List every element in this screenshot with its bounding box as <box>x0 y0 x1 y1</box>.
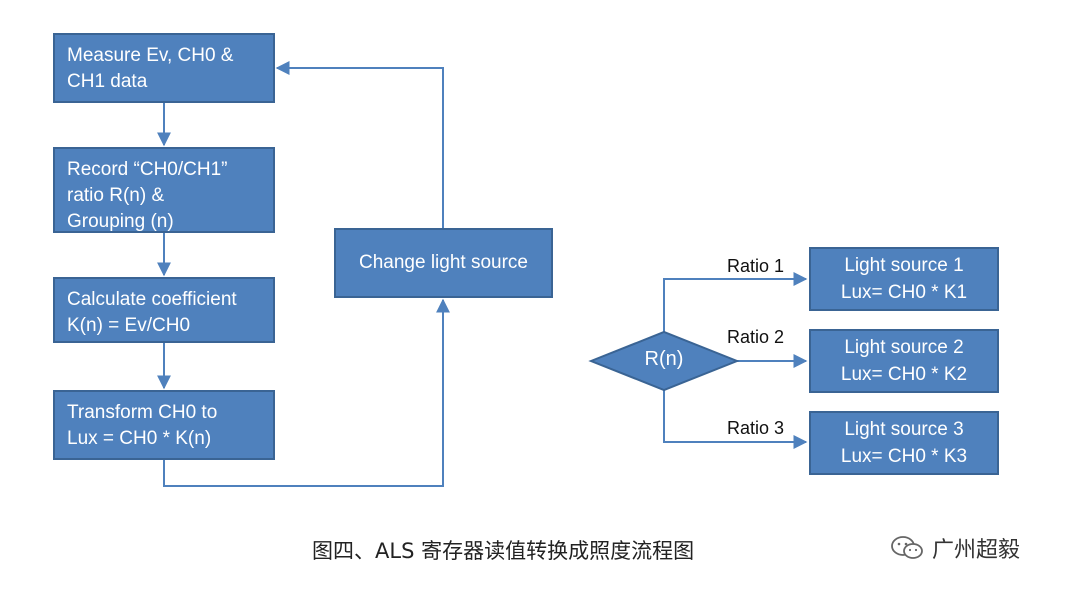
wechat-icon <box>891 536 923 559</box>
light-source-2-formula: Lux= CH0 * K2 <box>840 364 968 385</box>
light-source-2-title: Light source 2 <box>844 337 964 358</box>
light-source-3-box: Light source 3 Lux= CH0 * K3 <box>809 411 999 475</box>
light-source-1-formula: Lux= CH0 * K1 <box>840 282 968 303</box>
branch-label-ratio-1: Ratio 1 <box>727 256 785 276</box>
step-calculate-coefficient-box: Calculate coefficient K(n) = Ev/CH0 <box>53 277 275 343</box>
step-record-ratio-box: Record “CH0/CH1” ratio R(n) & Grouping (… <box>53 147 275 233</box>
decision-label: R(n) <box>644 348 684 370</box>
arrow-change-to-step1 <box>275 61 444 228</box>
figure-caption: 图四、ALS 寄存器读值转换成照度流程图 <box>312 539 695 563</box>
arrow-ratio1 <box>663 272 808 334</box>
step-transform-box: Transform CH0 to Lux = CH0 * K(n) <box>53 390 275 460</box>
arrow-ratio3 <box>663 389 808 449</box>
step-measure-box: Measure Ev, CH0 & CH1 data <box>53 33 275 103</box>
light-source-3-title: Light source 3 <box>844 419 964 440</box>
light-source-1-box: Light source 1 Lux= CH0 * K1 <box>809 247 999 311</box>
watermark-text: 广州超毅 <box>932 538 1021 563</box>
change-light-source-box: Change light source <box>334 228 553 298</box>
light-source-3-formula: Lux= CH0 * K3 <box>840 446 968 467</box>
branch-label-ratio-2: Ratio 2 <box>727 327 785 347</box>
light-source-1-title: Light source 1 <box>844 255 964 276</box>
arrow-step4-to-change <box>163 298 450 487</box>
decision-diamond <box>588 330 740 392</box>
watermark: 广州超毅 <box>890 532 1020 564</box>
branch-label-ratio-3: Ratio 3 <box>727 418 785 438</box>
light-source-2-box: Light source 2 Lux= CH0 * K2 <box>809 329 999 393</box>
